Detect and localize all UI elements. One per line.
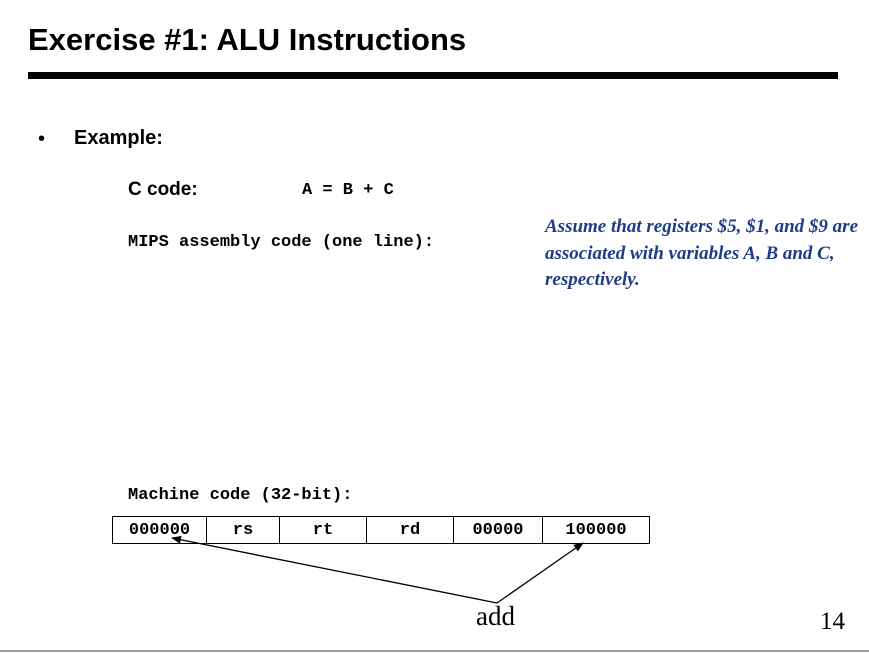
arrow-to-opcode [171, 535, 498, 604]
mips-assembly-label: MIPS assembly code (one line): [128, 233, 435, 252]
field-funct: 100000 [565, 520, 627, 540]
c-code-label: C code: [128, 179, 198, 200]
instruction-format-table: 000000 rs rt rd 00000 100000 [112, 516, 650, 544]
slide-title: Exercise #1: ALU Instructions [28, 22, 467, 57]
field-rt: rt [280, 517, 367, 543]
page-number: 14 [820, 608, 845, 635]
add-label: add [476, 601, 515, 631]
bullet-example: Example: [74, 127, 163, 149]
field-opcode: 000000 [113, 517, 207, 543]
field-rd: rd [367, 517, 454, 543]
register-assumption-note: Assume that registers $5, $1, and $9 are… [545, 216, 859, 290]
arrow-to-funct [496, 542, 584, 604]
machine-code-label: Machine code (32-bit): [128, 486, 353, 505]
field-rs: rs [207, 517, 280, 543]
title-underline [28, 72, 838, 79]
bottom-border [0, 650, 869, 652]
bullet-dot: • [38, 128, 46, 150]
c-code-expression: A = B + C [302, 181, 394, 200]
field-shamt: 00000 [454, 517, 543, 543]
